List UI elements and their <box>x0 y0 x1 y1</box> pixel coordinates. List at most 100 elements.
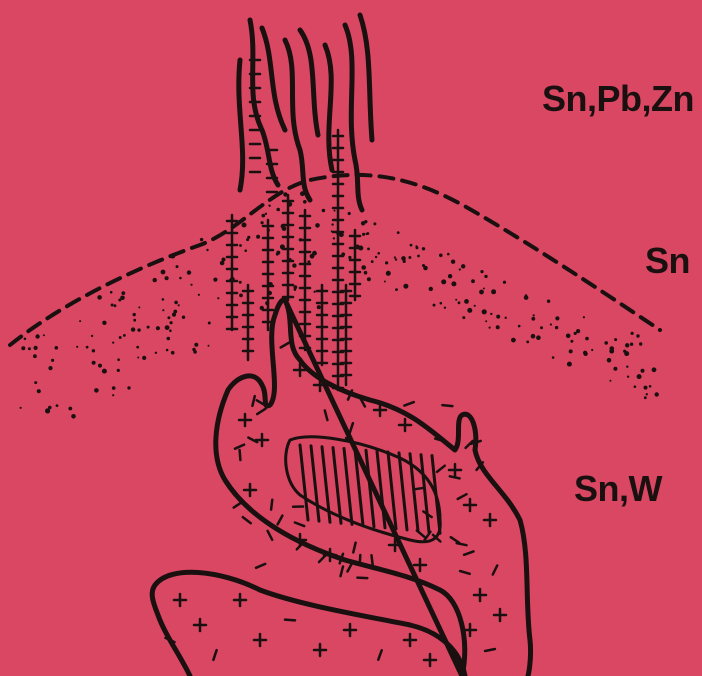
stipple-dot <box>367 248 370 251</box>
dash-mark <box>271 500 272 510</box>
stipple-dot <box>307 260 310 263</box>
stipple-dot <box>244 249 247 252</box>
stipple-dot <box>341 252 345 256</box>
stipple-dot <box>531 334 536 339</box>
stipple-dot <box>112 394 114 396</box>
dash-mark <box>243 517 251 523</box>
dash-mark <box>348 563 353 572</box>
dash-mark <box>281 343 290 348</box>
stipple-dot <box>55 346 59 350</box>
stipple-dot <box>367 277 371 281</box>
stipple-dot <box>289 258 292 261</box>
stipple-dot <box>230 277 235 282</box>
stipple-dot <box>496 325 500 329</box>
stipple-dot <box>156 326 160 330</box>
dash-mark <box>357 578 367 579</box>
stipple-dot <box>94 388 99 393</box>
stipple-dot <box>92 361 96 365</box>
stipple-dot <box>268 205 270 207</box>
stipple-dot <box>552 356 555 359</box>
dash-mark <box>460 571 470 574</box>
stipple-dot <box>484 275 487 278</box>
dash-mark <box>457 543 467 545</box>
stipple-dot <box>371 260 374 263</box>
stipple-dot <box>162 309 164 311</box>
stipple-dot <box>312 251 317 256</box>
stipple-dot <box>334 210 336 212</box>
stipple-dot <box>591 349 593 351</box>
stipple-dot <box>490 313 492 315</box>
stipple-dot <box>200 238 203 241</box>
stipple-dot <box>511 338 516 343</box>
stipple-dot <box>71 414 76 419</box>
stipple-dot <box>408 256 411 259</box>
stipple-dot <box>464 299 469 304</box>
dash-mark <box>378 650 381 659</box>
stipple-dot <box>170 253 175 258</box>
stipple-dot <box>503 281 506 284</box>
stipple-dot <box>20 407 22 409</box>
stipple-dot <box>110 291 113 294</box>
stipple-dot <box>447 253 450 256</box>
stipple-dot <box>265 213 267 215</box>
stipple-dot <box>646 393 648 395</box>
stipple-dot <box>161 270 166 275</box>
stipple-dot <box>583 352 587 356</box>
dash-mark <box>256 564 265 568</box>
stipple-dot <box>536 335 541 340</box>
dash-mark <box>372 555 373 565</box>
stipple-dot <box>79 320 81 322</box>
stipple-dot <box>92 349 95 352</box>
stipple-dot <box>35 334 39 338</box>
stipple-dot <box>644 396 647 399</box>
stipple-dot <box>531 317 535 321</box>
stipple-dot <box>348 256 351 259</box>
dash-mark <box>340 554 343 564</box>
stipple-dot <box>121 291 125 295</box>
stipple-dot <box>440 302 443 305</box>
stipple-dot <box>147 326 150 329</box>
dash-mark <box>437 466 445 472</box>
stipple-dot <box>194 343 198 347</box>
stipple-dot <box>474 305 476 307</box>
stipple-dot <box>604 341 608 345</box>
dash-mark <box>295 523 304 527</box>
stipple-dot <box>153 278 157 282</box>
stipple-dot <box>627 376 629 378</box>
stipple-dot <box>526 341 529 344</box>
stipple-dot <box>336 231 340 235</box>
stipple-dot <box>410 244 413 247</box>
stipple-dot <box>98 364 102 368</box>
stipple-dot <box>187 270 191 274</box>
stipple-dot <box>206 249 208 251</box>
stipple-dot <box>178 304 180 306</box>
stipple-dot <box>630 343 633 346</box>
stipple-dot <box>362 233 365 236</box>
zone-label-upper: Sn,Pb,Zn <box>542 78 694 120</box>
stipple-dot <box>114 304 117 307</box>
stipple-dot <box>111 304 114 307</box>
core-hatch-line <box>333 448 341 524</box>
stipple-dot <box>171 351 175 355</box>
stipple-dot <box>193 350 197 354</box>
stipple-dot <box>179 277 182 280</box>
stipple-dot <box>567 362 572 367</box>
stipple-dot <box>48 406 52 410</box>
dash-mark <box>319 555 326 562</box>
stipple-dot <box>48 366 52 370</box>
stipple-dot <box>451 260 455 264</box>
stipple-dot <box>242 223 247 228</box>
stipple-dot <box>166 349 169 352</box>
stipple-dot <box>261 221 264 224</box>
stipple-dot <box>43 334 45 336</box>
stipple-dot <box>127 386 130 389</box>
stipple-dot <box>136 346 139 349</box>
stipple-dot <box>314 291 316 293</box>
stipple-dot <box>222 258 226 262</box>
stipple-dot <box>641 369 645 373</box>
dash-mark <box>213 650 216 660</box>
stipple-dot <box>614 338 617 341</box>
stipple-dot <box>458 301 461 304</box>
core-hatch-line <box>377 451 385 528</box>
stipple-dot <box>133 319 136 322</box>
